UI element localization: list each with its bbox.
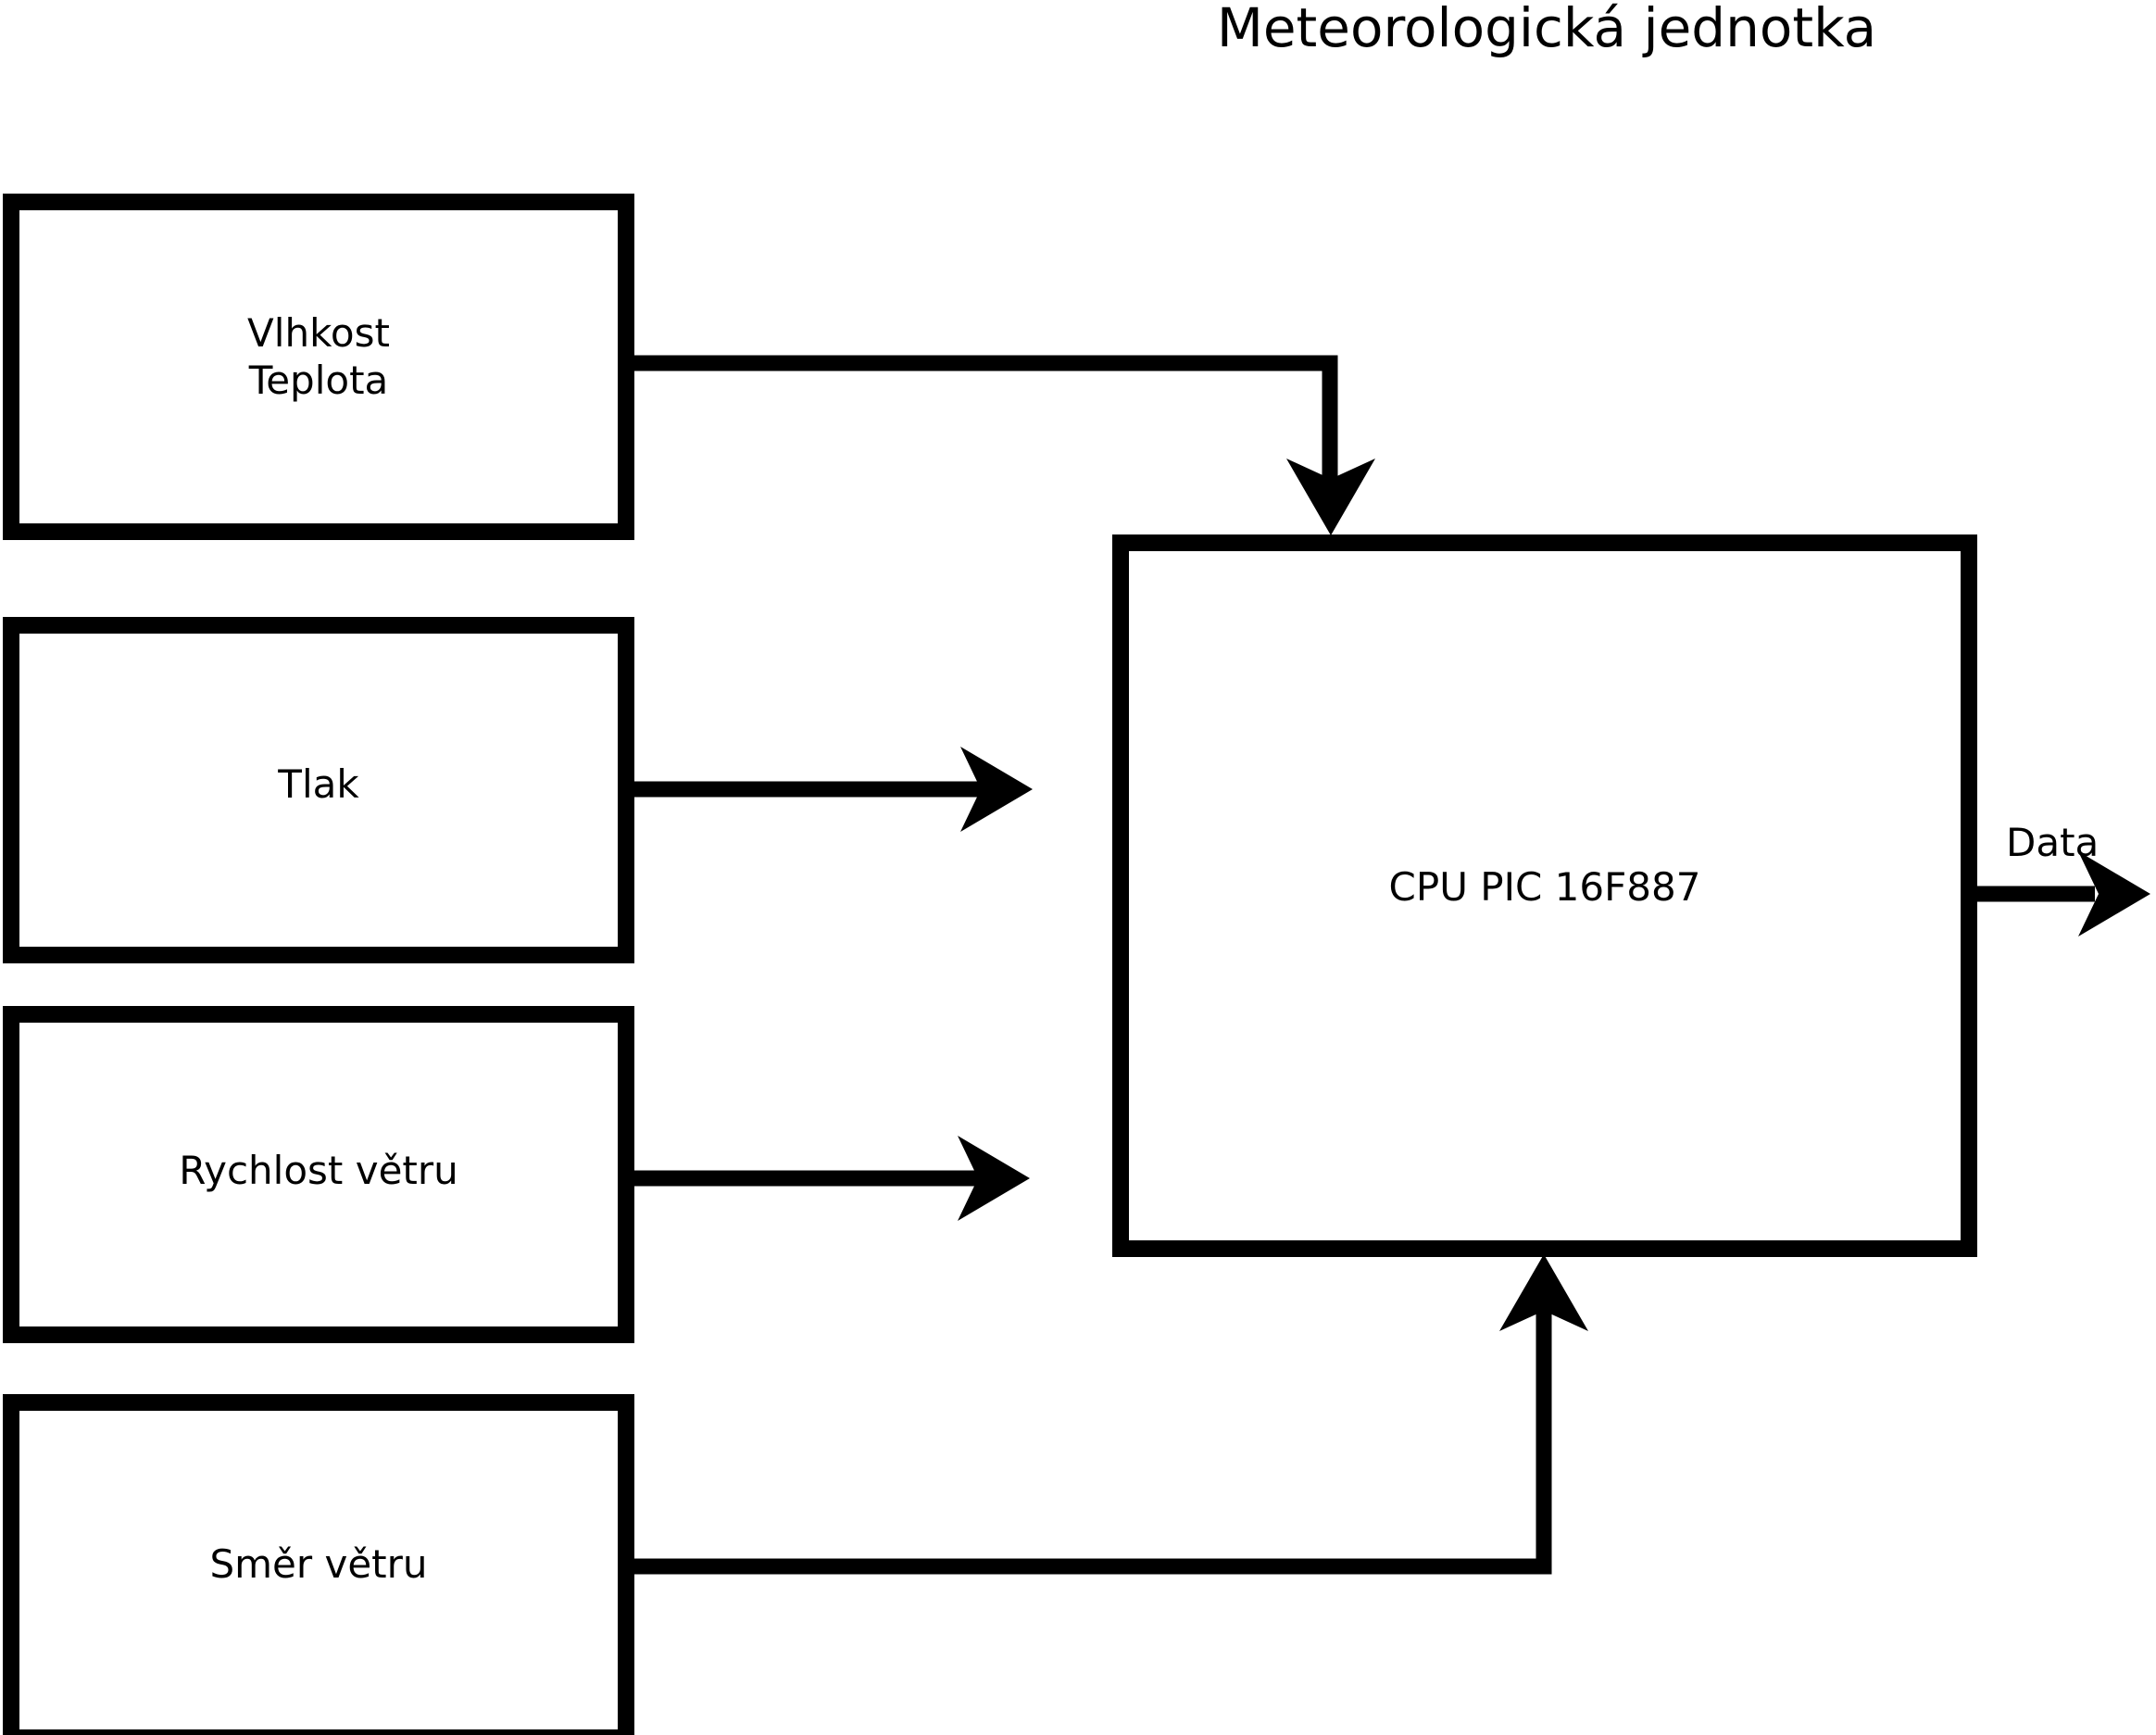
edge-line-humidity-temperature — [634, 355, 1338, 482]
page-title: Meteorologická jednotka — [1216, 0, 1877, 59]
node-humidity-temperature[interactable]: Vlhkost Teplota — [3, 194, 634, 540]
node-wind-direction-label: Směr větru — [209, 1541, 428, 1587]
node-pressure-label: Tlak — [278, 761, 359, 807]
arrowhead-right-wind-speed — [958, 1136, 1030, 1221]
arrowhead-down-into-cpu — [1286, 459, 1375, 535]
edge-line-wind-direction — [634, 1311, 1552, 1575]
edge-wind-direction-to-cpu — [634, 1254, 1588, 1575]
node-wind-speed[interactable]: Rychlost větru — [3, 1006, 634, 1343]
edge-humidity-temperature-to-cpu — [634, 355, 1375, 535]
edge-pressure-to-cpu — [634, 747, 1033, 832]
edge-cpu-to-data-output — [1977, 851, 2150, 937]
node-cpu[interactable]: CPU PIC 16F887 — [1112, 534, 1977, 1257]
node-pressure[interactable]: Tlak — [3, 617, 634, 963]
arrowhead-up-into-cpu — [1499, 1254, 1588, 1331]
node-cpu-label: CPU PIC 16F887 — [1388, 864, 1701, 910]
node-wind-speed-label: Rychlost větru — [179, 1148, 458, 1193]
edge-label-data: Data — [2006, 820, 2100, 865]
node-wind-direction[interactable]: Směr větru — [3, 1394, 634, 1735]
node-humidity-temperature-label: Vlhkost Teplota — [247, 310, 390, 404]
arrowhead-right-data-output — [2078, 851, 2150, 937]
arrowhead-right-pressure — [960, 747, 1033, 832]
edge-wind-speed-to-cpu — [634, 1136, 1030, 1221]
